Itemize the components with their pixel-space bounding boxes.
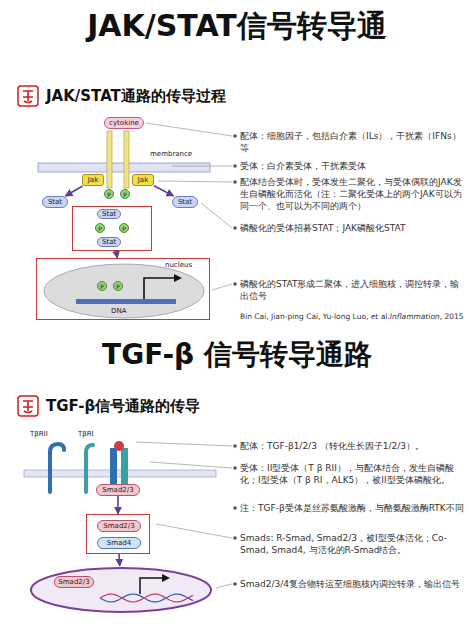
connector-arrow [116,251,117,258]
cell-membrane [38,131,210,188]
kinase-box: Jak [132,174,154,186]
connector-arrow [154,186,174,196]
connector-arrow [117,496,119,514]
bullet-text: 磷酸化的STAT形成二聚体，进入细胞核，调控转录，输出信号 [240,278,466,302]
node-text: Jak [138,176,148,184]
node-text: cytokine [109,119,139,127]
complex-box: Smad2/3Smad4 [86,514,150,554]
bullet-text: Smads: R-Smad, Smad2/3，被I型受体活化；Co-Smad, … [240,532,466,556]
nucleus-ellipse: Smad2/3 [28,566,214,614]
citation-journal: Inflammation [390,312,440,321]
smad-box: Smad4 [97,537,141,549]
part-label: TβRI [78,430,94,438]
node-text: Stat [178,198,192,206]
connector-arrow [118,554,120,566]
bullet-text: 受体：白介素受体，干扰素受体 [240,160,466,172]
connector-arrow [65,186,82,196]
node-text: Smad2/3 [103,522,134,530]
citation-authors: Bin Cai, Jian-ping Cai, Yu-long Luo, et … [240,312,390,321]
section-title: TGF-β 信号转导通路 [0,336,474,374]
page-title: JAK/STAT信号转导通 [0,6,474,47]
bullet-text: 配体结合受体时，受体发生二聚化，与受体偶联的JAK发生自磷酸化而活化（注：二聚化… [240,176,466,212]
smad-box: Smad2/3 [96,484,140,496]
node-text: Stat [97,237,121,247]
smad-box: Smad2/3 [97,520,141,532]
part-label: membrance [150,150,192,158]
citation-year: , 2015 [440,312,464,321]
node-text: DNA [111,307,126,315]
bullet-text: 受体：II型受体（T β RII），与配体结合，发生自磷酸化；I型受体（T β … [240,462,466,486]
section-header: TGF-β信号通路的传导 [46,397,200,416]
smad-box: Smad2/3 [54,576,94,588]
logo-icon [18,86,38,106]
logo-icon [18,396,38,416]
node-text: Smad2/3 [58,578,89,586]
node-text: Stat [97,209,121,219]
stat-box: Stat [42,196,68,208]
phospho-mark: P [95,223,105,233]
section-header: JAK/STAT通路的传导过程 [46,87,226,106]
node-text: nucleus [165,261,192,269]
nucleus-drawing [28,566,214,614]
bullet-text: 注：TGF-β受体是丝苏氨酸激酶，与酪氨酸激酶RTK不同 [240,502,466,514]
node-text: Smad4 [107,539,131,547]
node-text: Jak [88,176,98,184]
part-label: TβRII [30,430,48,438]
stat-box: Stat [172,196,198,208]
phospho-mark: P [120,189,130,199]
phospho-mark: P [97,281,107,291]
bullet-text: 磷酸化的受体招募STAT；JAK磷酸化STAT [240,222,466,234]
bullet-text: 配体：细胞因子，包括白介素（ILs），干扰素（IFNs）等 [240,130,466,154]
node-text: Stat [48,198,62,206]
ligand-box: cytokine [104,117,144,129]
nucleus-box: nucleusDNA PP [36,258,210,320]
bullet-text: 配体：TGF-β1/2/3 （转化生长因子1/2/3）。 [240,440,466,452]
citation: Bin Cai, Jian-ping Cai, Yu-long Luo, et … [240,312,468,322]
bullet-text: Smad2/3/4复合物转运至细胞核内调控转录，输出信号 [240,578,466,590]
phospho-mark: P [104,189,114,199]
node-text: Smad2/3 [102,486,133,494]
phospho-mark: P [119,223,129,233]
kinase-box: Jak [82,174,104,186]
phospho-mark: P [113,281,123,291]
dimer-box: StatStatPP [72,206,152,251]
